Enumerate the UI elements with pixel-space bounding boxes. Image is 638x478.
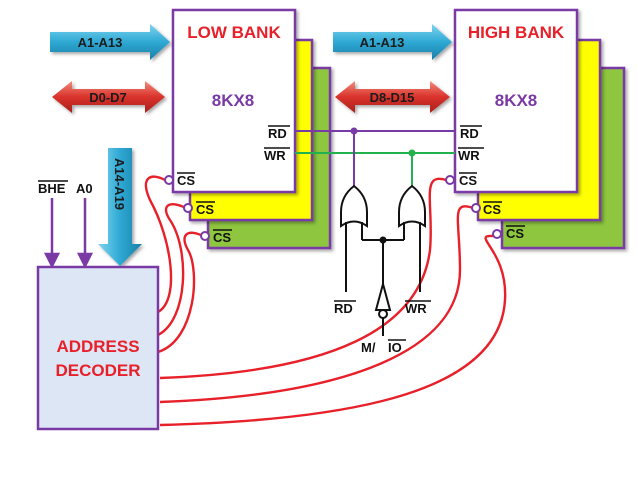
high-bank-size: 8KX8 bbox=[495, 91, 538, 110]
high-bank-cs-pin-3: CS bbox=[506, 226, 524, 241]
low-bank-chip bbox=[171, 8, 297, 194]
low-bank-cs-bubble-2 bbox=[183, 203, 193, 213]
or-gate-rd bbox=[340, 184, 368, 228]
low-address-arrow: A1-A13 bbox=[50, 24, 170, 60]
decoder-title-line2: DECODER bbox=[55, 361, 140, 380]
decoder-bhe-label: BHE bbox=[38, 181, 66, 196]
high-address-bus-label: A1-A13 bbox=[360, 35, 405, 50]
low-bank-title: LOW BANK bbox=[187, 23, 281, 42]
inverter-junction bbox=[379, 236, 387, 244]
control-rd-label: RD bbox=[334, 301, 353, 316]
cs-wire-low-2 bbox=[157, 203, 187, 337]
high-data-arrow: D8-D15 bbox=[335, 81, 450, 113]
inverter bbox=[374, 280, 392, 319]
high-bank-cs-pin-2: CS bbox=[483, 202, 501, 217]
gate-input-wires bbox=[345, 222, 421, 336]
low-data-bus-label: D0-D7 bbox=[89, 90, 127, 105]
low-bank-cs-bubble-3 bbox=[200, 231, 210, 241]
low-bank-cs-pin-2: CS bbox=[196, 202, 214, 217]
low-bank-cs-pin-3: CS bbox=[213, 230, 231, 245]
cs-wire-high-2 bbox=[159, 205, 474, 404]
decoder-a0-label: A0 bbox=[76, 181, 93, 196]
or-gate-wr bbox=[398, 184, 426, 228]
chip-select-wires bbox=[144, 175, 507, 427]
high-bank-cs-pin-1: CS bbox=[459, 173, 477, 188]
high-bank-cs-bubble-3 bbox=[492, 229, 502, 239]
low-data-arrow: D0-D7 bbox=[52, 81, 165, 113]
high-bank-rd-pin: RD bbox=[460, 126, 479, 141]
low-bank-wr-pin: WR bbox=[264, 148, 286, 163]
cs-wire-low-3 bbox=[157, 231, 204, 354]
low-bank-cs-pin-1: CS bbox=[177, 173, 195, 188]
low-address-bus-label: A1-A13 bbox=[78, 35, 123, 50]
high-bank-wr-pin: WR bbox=[458, 148, 480, 163]
high-bank-chip bbox=[453, 8, 579, 194]
high-data-bus-label: D8-D15 bbox=[370, 90, 415, 105]
decoder-title-line1: ADDRESS bbox=[56, 337, 139, 356]
high-bank-stack: HIGH BANK 8KX8 RD WR CS CS CS bbox=[445, 8, 626, 250]
high-bank-cs-bubble-2 bbox=[471, 203, 481, 213]
control-wr-label: WR bbox=[405, 301, 427, 316]
low-bank-cs-bubble-1 bbox=[164, 175, 174, 185]
low-bank-rd-pin: RD bbox=[268, 126, 287, 141]
decoder-input-lines bbox=[43, 198, 94, 269]
control-buses bbox=[295, 127, 455, 188]
control-mio-label: M/ bbox=[361, 340, 376, 355]
low-bank-size: 8KX8 bbox=[212, 91, 255, 110]
decoder-high-address-label: A14-A19 bbox=[112, 158, 127, 210]
cs-wire-high-3 bbox=[159, 234, 507, 427]
high-address-arrow: A1-A13 bbox=[333, 24, 452, 60]
low-bank-stack: LOW BANK 8KX8 RD WR CS CS CS bbox=[164, 8, 332, 250]
cs-wire-low-1 bbox=[144, 175, 173, 314]
address-decoder-block bbox=[36, 265, 160, 431]
control-io-label: IO bbox=[388, 340, 402, 355]
high-bank-cs-bubble-1 bbox=[445, 175, 455, 185]
high-bank-title: HIGH BANK bbox=[468, 23, 565, 42]
high-address-input-arrow: A14-A19 bbox=[98, 148, 142, 266]
